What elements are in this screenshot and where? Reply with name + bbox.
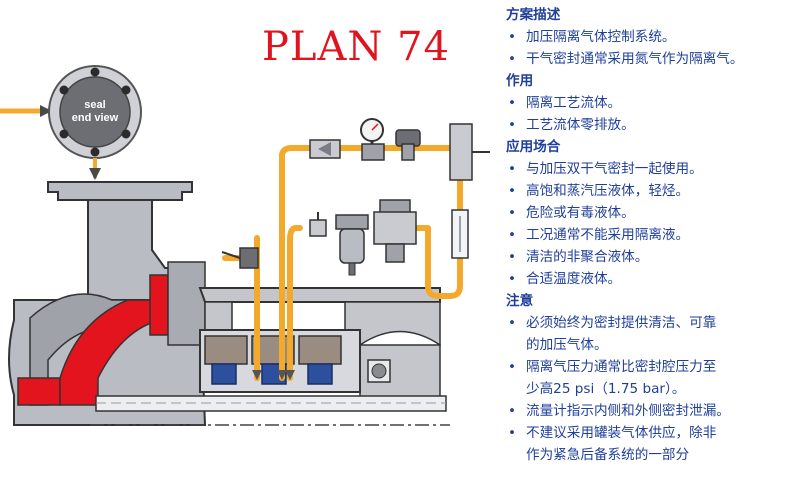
isolation-valve (309, 219, 327, 237)
pressure-regulator (449, 123, 473, 181)
section-heading: 作用 (506, 73, 534, 89)
section-item: 合适温度液体。 (506, 268, 796, 290)
seal-label-line2: end view (72, 112, 119, 124)
section-item: 流量计指示内侧和外侧密封泄漏。 (506, 400, 796, 422)
drain-valve (239, 247, 259, 269)
info-panel: 方案描述加压隔离气体控制系统。干气密封通常采用氮气作为隔离气。作用隔离工艺流体。… (506, 4, 796, 466)
section-heading: 应用场合 (506, 139, 561, 155)
flow-arrow-left (252, 370, 262, 380)
flow-arrow-right (285, 370, 295, 380)
seal-plan-diagram: seal end view (0, 65, 490, 426)
flow-arrows (252, 370, 295, 380)
section-item-line: 少高25 psi（1.75 bar）。 (526, 381, 686, 397)
section-item: 干气密封通常采用氮气作为隔离气。 (506, 48, 796, 70)
seal-label-line1: seal (84, 99, 105, 111)
flow-arrow-middle (277, 370, 287, 380)
instruments (221, 118, 490, 276)
regulator-body (373, 211, 417, 245)
end-view-outlet-arrow (89, 168, 101, 180)
section-item: 高饱和蒸汽压液体，轻烃。 (506, 180, 796, 202)
section-item-line: 不建议采用罐装气体供应，除非 (526, 425, 717, 441)
section-item: 工况通常不能采用隔离液。 (506, 224, 796, 246)
inner-seal-ring (211, 363, 237, 385)
coalescing-filter (339, 228, 365, 264)
section-item-line: 必须始终为密封提供清洁、可靠 (526, 315, 717, 331)
bearing-bracket (198, 287, 441, 399)
pump-casing (8, 181, 207, 426)
pumped-fluid-impeller (149, 274, 169, 336)
plan-title: PLAN 74 (262, 24, 450, 70)
outer-seal-ring (307, 363, 333, 385)
section-heading: 方案描述 (506, 7, 561, 23)
pumped-fluid-bottom (17, 377, 61, 406)
section-item: 清洁的非聚合液体。 (506, 246, 796, 268)
section-item: 隔离工艺流体。 (506, 92, 796, 114)
shaft (90, 395, 450, 426)
end-view-inlet-arrow (40, 105, 52, 117)
section-item: 与加压双干气密封一起使用。 (506, 158, 796, 180)
section-item-line: 隔离气压力通常比密封腔压力至 (526, 359, 717, 375)
section-item-line: 的加压气体。 (526, 337, 608, 353)
section-heading: 注意 (506, 293, 534, 309)
section-item-line: 作为紧急后备系统的一部分 (526, 447, 690, 463)
section-item: 危险或有毒液体。 (506, 202, 796, 224)
seal-end-view: seal end view (0, 65, 142, 180)
section-item: 加压隔离气体控制系统。 (506, 26, 796, 48)
section-item: 工艺流体零排放。 (506, 114, 796, 136)
